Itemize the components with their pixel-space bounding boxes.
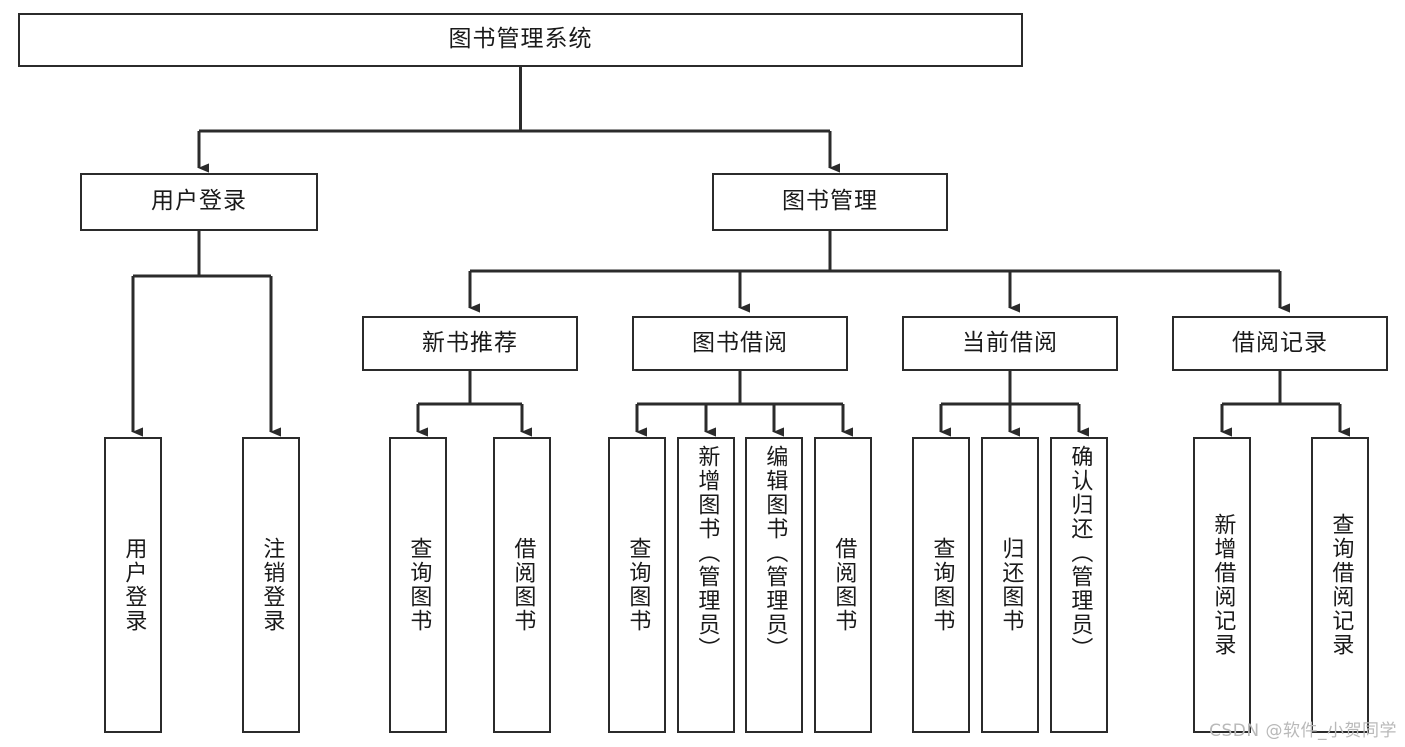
node-leaf-edit-book-label: 编辑图书（管理员） (762, 445, 788, 661)
node-root-label: 图书管理系统 (448, 26, 593, 53)
node-leaf-user-logout-label: 注销登录 (259, 537, 285, 633)
node-leaf-user-logout[interactable]: 注销登录 (242, 437, 300, 733)
node-borrow-record[interactable]: 借阅记录 (1172, 316, 1388, 371)
node-leaf-confirm-return[interactable]: 确认归还（管理员） (1050, 437, 1108, 733)
node-book-borrow[interactable]: 图书借阅 (632, 316, 848, 371)
node-leaf-query-book-2-label: 查询图书 (625, 537, 651, 633)
node-leaf-add-record-label: 新增借阅记录 (1210, 513, 1236, 657)
node-leaf-add-record[interactable]: 新增借阅记录 (1193, 437, 1251, 733)
node-leaf-borrow-book-2-label: 借阅图书 (831, 537, 857, 633)
node-leaf-borrow-book-1[interactable]: 借阅图书 (493, 437, 551, 733)
node-current-borrow[interactable]: 当前借阅 (902, 316, 1118, 371)
node-leaf-query-book-3[interactable]: 查询图书 (912, 437, 970, 733)
node-book-manage[interactable]: 图书管理 (712, 173, 948, 231)
node-leaf-query-book-2[interactable]: 查询图书 (608, 437, 666, 733)
watermark-text: CSDN @软件_小贺同学 (1209, 721, 1397, 741)
node-new-book-rec[interactable]: 新书推荐 (362, 316, 578, 371)
node-leaf-query-book-1-label: 查询图书 (406, 537, 432, 633)
node-leaf-edit-book[interactable]: 编辑图书（管理员） (745, 437, 803, 733)
node-leaf-return-book-label: 归还图书 (998, 537, 1024, 633)
node-leaf-add-book-label: 新增图书（管理员） (694, 445, 720, 661)
node-leaf-query-book-1[interactable]: 查询图书 (389, 437, 447, 733)
node-user-login-label: 用户登录 (151, 188, 247, 215)
node-leaf-query-record-label: 查询借阅记录 (1328, 513, 1354, 657)
node-leaf-user-login[interactable]: 用户登录 (104, 437, 162, 733)
node-root[interactable]: 图书管理系统 (18, 13, 1023, 67)
node-book-borrow-label: 图书借阅 (692, 329, 788, 356)
node-leaf-confirm-return-label: 确认归还（管理员） (1067, 445, 1093, 661)
node-leaf-add-book[interactable]: 新增图书（管理员） (677, 437, 735, 733)
node-leaf-borrow-book-1-label: 借阅图书 (510, 537, 536, 633)
node-leaf-return-book[interactable]: 归还图书 (981, 437, 1039, 733)
node-book-manage-label: 图书管理 (782, 188, 878, 215)
node-current-borrow-label: 当前借阅 (962, 329, 1058, 356)
node-leaf-borrow-book-2[interactable]: 借阅图书 (814, 437, 872, 733)
node-user-login[interactable]: 用户登录 (80, 173, 318, 231)
node-leaf-query-book-3-label: 查询图书 (929, 537, 955, 633)
node-leaf-query-record[interactable]: 查询借阅记录 (1311, 437, 1369, 733)
node-new-book-rec-label: 新书推荐 (422, 329, 518, 356)
node-leaf-user-login-label: 用户登录 (121, 537, 147, 633)
node-borrow-record-label: 借阅记录 (1232, 329, 1328, 356)
